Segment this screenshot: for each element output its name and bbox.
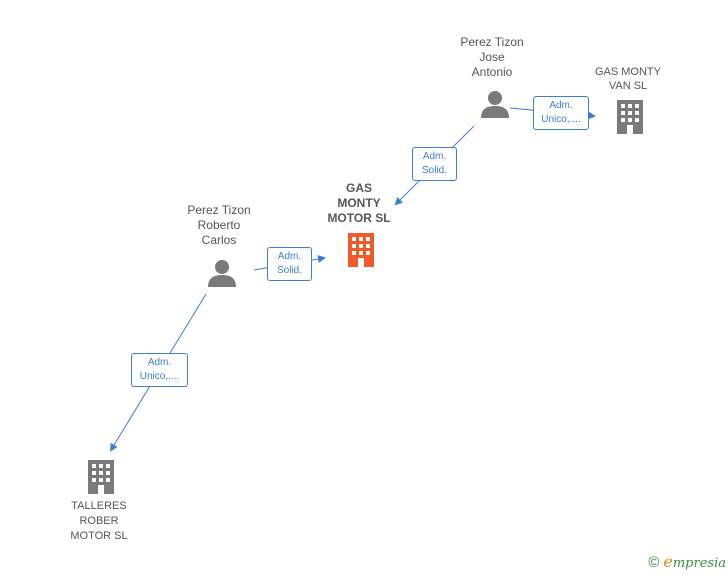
person-icon[interactable] [479,88,511,120]
node-label: TALLERES ROBER MOTOR SL [70,500,128,542]
node-label: Perez Tizon Jose Antonio [460,35,524,79]
edge-label-jose-to-van[interactable]: Adm. Unico,.... [533,96,589,130]
node-gas-monty-motor[interactable]: GAS MONTY MOTOR SL [309,181,409,226]
edge-label-roberto-to-talleres[interactable]: Adm. Unico,.... [131,353,188,387]
node-talleres-rober-motor[interactable]: TALLERES ROBER MOTOR SL [49,499,149,544]
brand-initial: e [663,552,673,571]
brand-logo: empresia [663,552,726,571]
building-icon[interactable] [614,100,646,134]
node-label: GAS MONTY MOTOR SL [327,181,391,225]
node-label: GAS MONTY VAN SL [594,66,661,92]
node-perez-tizon-jose-antonio[interactable]: Perez Tizon Jose Antonio [442,35,542,80]
edge-label-roberto-to-motor[interactable]: Adm. Solid. [267,247,312,281]
copyright-icon: © [648,554,660,571]
node-label: Perez Tizon Roberto Carlos [187,203,251,247]
edge-label-jose-to-motor[interactable]: Adm. Solid. [412,147,457,181]
person-icon[interactable] [206,257,238,289]
brand-rest: mpresia [672,556,726,571]
node-gas-monty-van[interactable]: GAS MONTY VAN SL [578,65,678,93]
brand-footer: ©empresia [648,552,726,571]
node-perez-tizon-roberto-carlos[interactable]: Perez Tizon Roberto Carlos [169,203,269,248]
building-icon[interactable] [85,460,117,494]
building-icon-highlighted[interactable] [345,233,377,267]
